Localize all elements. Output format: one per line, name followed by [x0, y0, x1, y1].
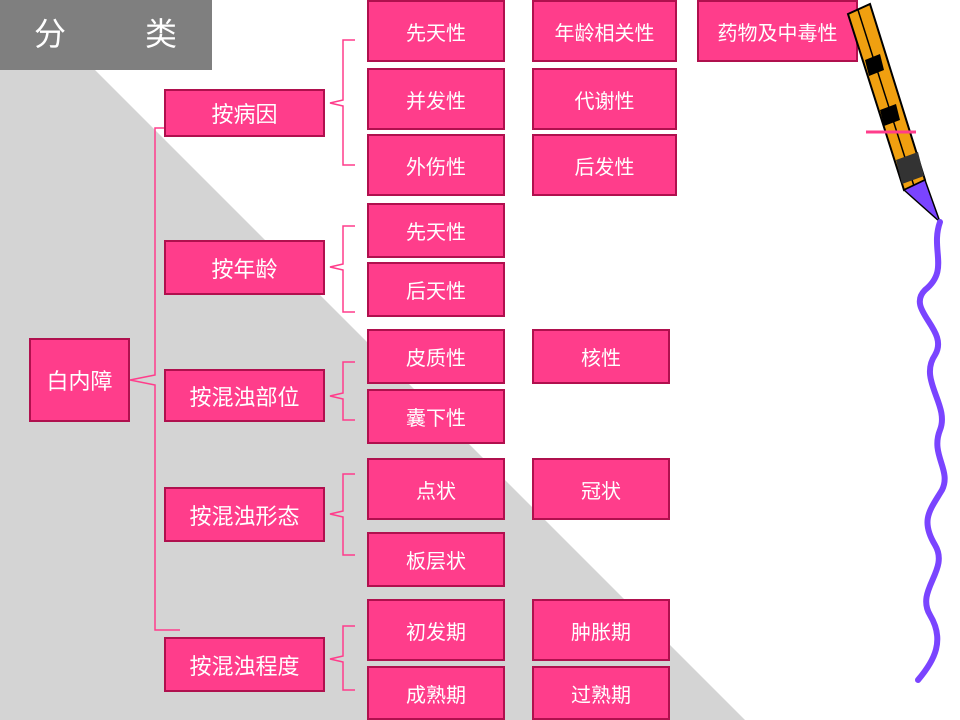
group-shape: 按混浊形态: [164, 487, 325, 542]
group-cause: 按病因: [164, 89, 325, 137]
leaf-mature: 成熟期: [367, 666, 505, 720]
leaf-nuclear: 核性: [532, 329, 670, 384]
group-degree: 按混浊程度: [164, 637, 325, 692]
brace-group-5: [329, 625, 355, 691]
brace-group-2: [329, 225, 355, 313]
leaf-age-related: 年龄相关性: [532, 0, 677, 62]
slide-title: 分 类: [0, 0, 212, 70]
root-brace: [129, 127, 180, 631]
title-part2: 类: [145, 15, 178, 53]
leaf-traumatic: 外伤性: [367, 134, 505, 196]
brace-group-1: [329, 39, 355, 166]
leaf-incipient: 初发期: [367, 599, 505, 661]
leaf-punctate: 点状: [367, 458, 505, 520]
leaf-acquired: 后天性: [367, 262, 505, 317]
leaf-subcapsular: 囊下性: [367, 389, 505, 444]
leaf-metabolic: 代谢性: [532, 68, 677, 130]
brace-group-4: [329, 473, 355, 556]
pencil-icon: [846, 2, 941, 223]
leaf-intumescent: 肿胀期: [532, 599, 670, 661]
leaf-complicated: 并发性: [367, 68, 505, 130]
title-part1: 分: [34, 15, 67, 53]
squiggle-line: [915, 219, 948, 683]
leaf-congenital-age: 先天性: [367, 203, 505, 258]
group-age: 按年龄: [164, 240, 325, 295]
leaf-coronary: 冠状: [532, 458, 670, 520]
leaf-cortical: 皮质性: [367, 329, 505, 384]
leaf-congenital: 先天性: [367, 0, 505, 62]
leaf-drug-toxic: 药物及中毒性: [697, 0, 858, 62]
leaf-lamellar: 板层状: [367, 532, 505, 587]
brace-group-3: [329, 361, 355, 421]
leaf-hypermature: 过熟期: [532, 666, 670, 720]
group-location: 按混浊部位: [164, 369, 325, 422]
leaf-after: 后发性: [532, 134, 677, 196]
root-node: 白内障: [29, 338, 130, 422]
